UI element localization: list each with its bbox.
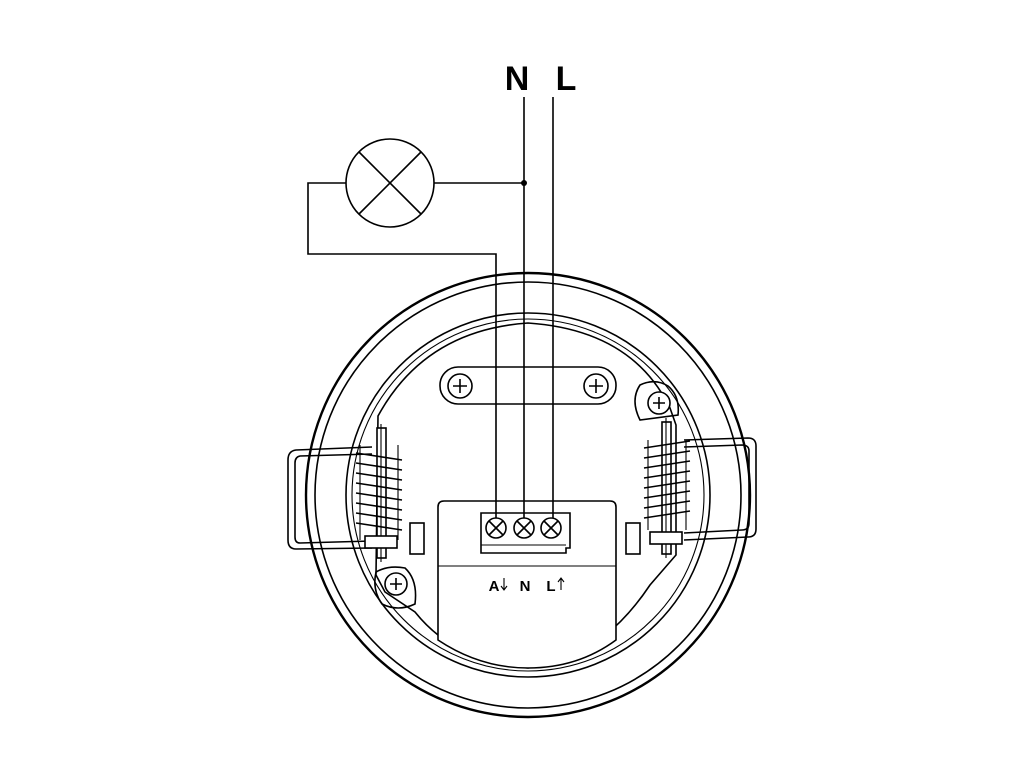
spring-right — [643, 418, 691, 558]
terminal-label-neutral: N — [520, 578, 531, 595]
housing-inner-ring — [314, 281, 742, 709]
housing-body — [345, 312, 711, 678]
sensor-housing — [304, 271, 752, 719]
wiring — [307, 97, 554, 518]
mounting-bar — [439, 366, 617, 405]
spring-clip-right — [683, 437, 757, 541]
spring-left — [355, 424, 403, 562]
spring-clip-left — [287, 446, 373, 550]
arrow-up-icon — [557, 577, 565, 590]
slot-right — [625, 522, 641, 555]
lamp-icon — [345, 138, 435, 228]
lug-top-right — [634, 380, 680, 421]
slot-left — [409, 522, 425, 555]
supply-label-neutral: N — [505, 60, 530, 98]
arrow-down-icon — [500, 578, 508, 591]
housing-body-inner — [351, 318, 705, 672]
junction-dot — [521, 180, 527, 186]
supply-label-live: L — [556, 60, 577, 98]
lug-bottom-left — [374, 566, 417, 609]
terminal-block — [480, 512, 571, 554]
terminal-label-live: L — [546, 578, 555, 595]
wire-lamp-load — [307, 182, 497, 518]
terminal-label-load: A — [489, 578, 500, 595]
housing-outer-ring — [304, 271, 752, 719]
